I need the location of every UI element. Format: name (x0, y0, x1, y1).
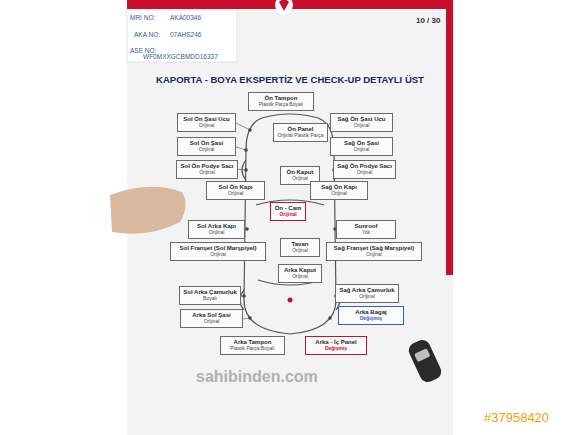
part-status: Orijinal (181, 147, 232, 153)
part-status: Değişmiş (309, 346, 363, 352)
part-status: Orijinal (334, 147, 389, 153)
part-name: Arka Tampon (224, 339, 281, 346)
part-name: Arka Kaput (282, 267, 318, 274)
part-name: Sunroof (340, 223, 392, 230)
part-status: Orijinal (174, 252, 262, 258)
part-name: Sağ Ön Kapı (314, 184, 364, 191)
logo-mark (279, 0, 289, 11)
part-box: Sol Ön KapıOrijinal (206, 181, 265, 200)
header-field: AKA00346 (170, 14, 201, 21)
part-box: Sağ Franşet (Sağ Marşpiyel)Orijinal (326, 242, 422, 261)
part-box: Sağ Ön KapıOrijinal (310, 181, 368, 200)
part-status: Değişmiş (342, 316, 400, 322)
part-box: Sol Ön ŞasiOrijinal (177, 137, 236, 156)
part-name: Sağ Ön Şasi (334, 140, 389, 147)
car-outline (240, 114, 340, 334)
part-box: Arka Sol ŞasiOrijinal (180, 309, 243, 328)
part-status: Plastik Parça Boyalı (252, 102, 310, 108)
part-status: Orijinal (282, 274, 318, 280)
part-box: Sağ Arka ÇamurlukOrijinal (335, 284, 399, 303)
part-box: Arka - İç PanelDeğişmiş (305, 336, 367, 355)
inspection-dots (242, 126, 338, 320)
report-title: KAPORTA - BOYA EKSPERTİZ VE CHECK-UP DET… (0, 74, 580, 85)
part-name: Sol Ön Kapı (210, 184, 261, 191)
part-name: Sol Ön Şasi Ucu (181, 116, 232, 123)
part-box: Sağ Ön Podye SacıOrijinal (333, 160, 396, 179)
header-field: WF0MXXGCBMDD16337 (143, 53, 218, 60)
part-name: Sağ Ön Şasi Ucu (334, 116, 389, 123)
part-status: Orijinal Plastik Parça (277, 133, 324, 139)
part-status: Orijinal (334, 123, 389, 129)
part-name: Ön Panel (277, 126, 324, 133)
part-box: Arka BagajDeğişmiş (338, 306, 404, 325)
header-field: ASE NO: (130, 47, 156, 54)
part-name: Sağ Franşet (Sağ Marşpiyel) (330, 245, 418, 252)
part-name: Arka - İç Panel (309, 339, 363, 346)
part-status: Orijinal (337, 170, 392, 176)
part-name: Sol Arka Kapı (192, 223, 241, 230)
part-name: Sağ Ön Podye Sacı (337, 163, 392, 170)
watermark: sahibinden.com (196, 368, 318, 386)
listing-number: #37958420 (484, 410, 549, 425)
part-box: SunroofYok (336, 220, 396, 239)
part-box: Sol Arka ÇamurlukBoyalı (179, 286, 241, 305)
part-box: Arka TamponPlastik Parça Boyalı (220, 336, 285, 355)
part-status: Plastik Parça Boyalı (224, 346, 281, 352)
part-name: Sol Ön Şasi (181, 140, 232, 147)
sheet-edge (446, 0, 453, 275)
header-field: AKA NO: (134, 31, 160, 38)
header-field: 10 / 30 (416, 16, 440, 25)
header-field: 07AHS246 (170, 31, 201, 38)
part-status: Orijinal (192, 230, 241, 236)
part-box: Sol Ön Podye SacıOrijinal (176, 160, 238, 179)
header-panel (127, 10, 237, 62)
part-status: Orijinal (274, 212, 302, 218)
leader-lines (236, 123, 336, 319)
part-box: TavanOrijinal (280, 238, 320, 257)
part-status: Orijinal (330, 252, 418, 258)
part-box: Ön - CamOrijinal (270, 202, 306, 221)
part-box: Arka KaputOrijinal (278, 264, 322, 283)
logo-ring (275, 0, 293, 14)
part-name: Ön - Cam (274, 205, 302, 212)
part-name: Arka Bagaj (342, 309, 400, 316)
part-name: Sol Franşet (Sol Marşpiyel) (174, 245, 262, 252)
part-box: Sol Franşet (Sol Marşpiyel)Orijinal (170, 242, 266, 261)
part-name: Sol Arka Çamurluk (183, 289, 237, 296)
part-name: Ön Kaput (284, 169, 316, 176)
part-box: Sağ Ön Şasi UcuOrijinal (330, 113, 393, 132)
part-name: Tavan (284, 241, 316, 248)
part-status: Orijinal (339, 294, 395, 300)
part-status: Orijinal (314, 191, 364, 197)
part-status: Orijinal (180, 170, 234, 176)
part-status: Orijinal (184, 319, 239, 325)
part-box: Ön PanelOrijinal Plastik Parça (273, 123, 328, 142)
header-field: MRİ NO: (130, 14, 155, 21)
part-box: Sağ Ön ŞasiOrijinal (330, 137, 393, 156)
part-name: Ön Tampon (252, 95, 310, 102)
part-box: Ön TamponPlastik Parça Boyalı (248, 92, 314, 111)
part-name: Sol Ön Podye Sacı (180, 163, 234, 170)
part-box: Sol Ön Şasi UcuOrijinal (177, 113, 236, 132)
car-icon (406, 337, 444, 384)
part-status: Orijinal (210, 191, 261, 197)
part-name: Arka Sol Şasi (184, 312, 239, 319)
thumb (110, 187, 186, 234)
part-status: Orijinal (181, 123, 232, 129)
part-status: Boyalı (183, 296, 237, 302)
part-name: Sağ Arka Çamurluk (339, 287, 395, 294)
part-box: Sol Arka KapıOrijinal (188, 220, 245, 239)
part-status: Yok (340, 230, 392, 236)
part-status: Orijinal (284, 248, 316, 254)
